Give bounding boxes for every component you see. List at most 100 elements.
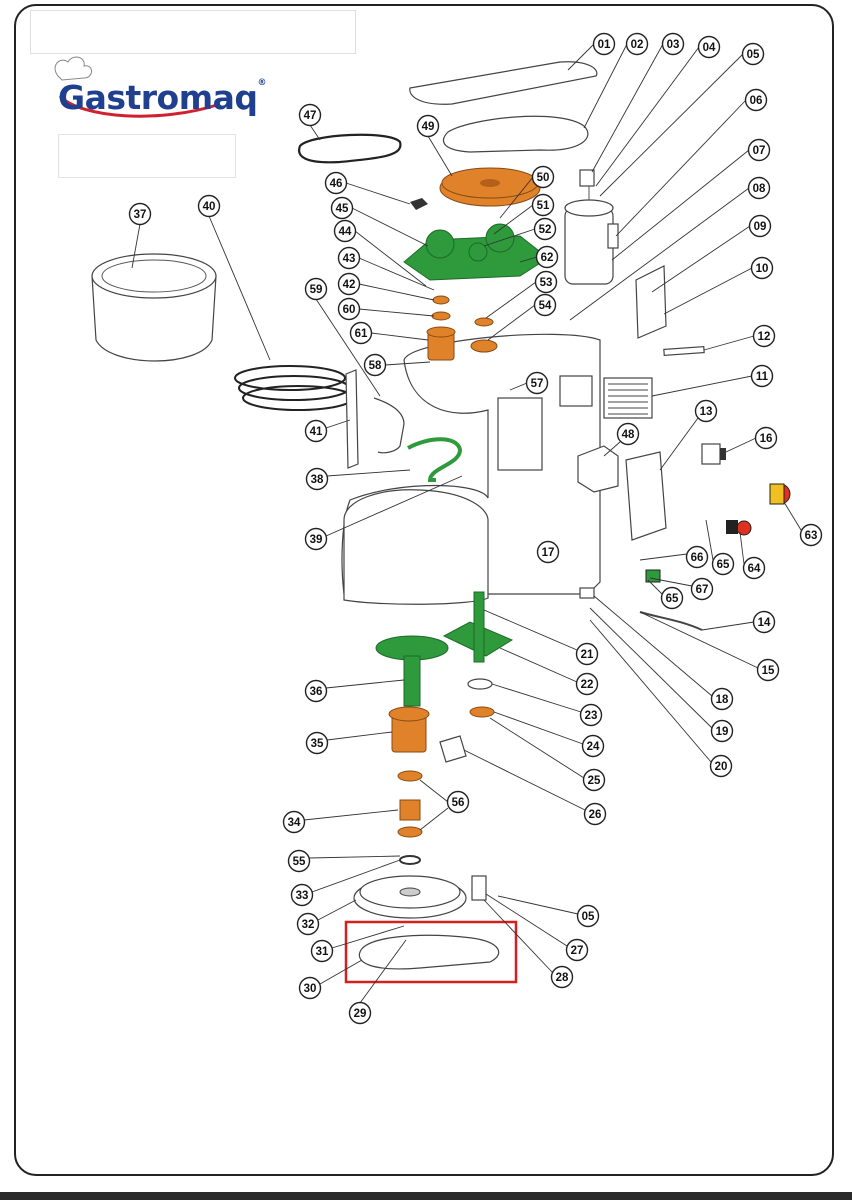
callout-number: 03 xyxy=(667,39,680,51)
callout-number: 54 xyxy=(539,300,552,312)
callout-number: 58 xyxy=(369,360,382,372)
leader-lines xyxy=(131,43,802,1004)
callout-53: 53 xyxy=(534,270,558,294)
motor-part xyxy=(564,207,614,285)
callout-07: 07 xyxy=(747,138,771,162)
callout-46: 46 xyxy=(324,171,348,195)
control-panel-part xyxy=(625,451,667,541)
callout-number: 65 xyxy=(717,559,730,571)
top-cover-part xyxy=(409,61,598,105)
bowl-guard-part xyxy=(345,369,359,469)
spiral-hook-part xyxy=(234,365,354,411)
callout-number: 59 xyxy=(310,284,323,296)
callout-60: 60 xyxy=(337,297,361,321)
callout-51: 51 xyxy=(531,193,555,217)
callout-number: 43 xyxy=(343,253,356,265)
callout-48: 48 xyxy=(616,422,640,446)
drive-belt-part xyxy=(358,934,500,970)
callout-47: 47 xyxy=(298,103,322,127)
callout-number: 10 xyxy=(756,263,769,275)
callout-16: 16 xyxy=(754,426,778,450)
callout-number: 01 xyxy=(598,39,611,51)
callout-40: 40 xyxy=(197,194,221,218)
callout-11: 11 xyxy=(750,364,774,388)
callout-35: 35 xyxy=(305,731,329,755)
callout-number: 28 xyxy=(556,972,569,984)
callout-number: 44 xyxy=(339,226,352,238)
callout-28: 28 xyxy=(550,965,574,989)
chef-hat-icon xyxy=(54,56,221,118)
callout-number: 62 xyxy=(541,252,554,264)
callout-number: 51 xyxy=(537,200,550,212)
callout-number: 40 xyxy=(203,201,216,213)
callout-number: 57 xyxy=(531,378,544,390)
callout-number: 67 xyxy=(696,584,709,596)
callout-02: 02 xyxy=(625,32,649,56)
callout-17: 17 xyxy=(536,540,560,564)
stop-button-part xyxy=(736,520,752,536)
mounting-bracket-part xyxy=(635,265,667,339)
callout-22: 22 xyxy=(575,672,599,696)
callout-15: 15 xyxy=(756,658,780,682)
callout-number: 61 xyxy=(355,328,368,340)
callout-19: 19 xyxy=(710,719,734,743)
vent-grille-part xyxy=(603,377,653,419)
callout-number: 22 xyxy=(581,679,594,691)
callout-number: 08 xyxy=(753,183,766,195)
blank-label-box xyxy=(58,134,236,178)
callout-13: 13 xyxy=(694,399,718,423)
callout-number: 07 xyxy=(753,145,766,157)
callout-27: 27 xyxy=(565,938,589,962)
bearing-part xyxy=(397,770,423,782)
callout-12: 12 xyxy=(752,324,776,348)
key-part xyxy=(410,198,428,210)
callout-number: 47 xyxy=(304,110,317,122)
callout-58: 58 xyxy=(363,353,387,377)
callout-59: 59 xyxy=(304,277,328,301)
callout-41: 41 xyxy=(304,419,328,443)
callout-21: 21 xyxy=(575,642,599,666)
callout-number: 13 xyxy=(700,406,713,418)
callout-64: 64 xyxy=(742,556,766,580)
callout-06: 06 xyxy=(744,88,768,112)
callout-number: 05 xyxy=(582,911,595,923)
callout-30: 30 xyxy=(298,976,322,1000)
callout-number: 60 xyxy=(343,304,356,316)
callout-23: 23 xyxy=(579,703,603,727)
sensor-part xyxy=(579,587,595,599)
logo-text: Gastromaq® xyxy=(58,78,266,117)
callout-42: 42 xyxy=(337,272,361,296)
bowl-part xyxy=(91,275,217,362)
callout-49: 49 xyxy=(416,114,440,138)
callout-14: 14 xyxy=(752,610,776,634)
callout-number: 30 xyxy=(304,983,317,995)
callout-number: 38 xyxy=(311,474,324,486)
callout-04: 04 xyxy=(697,35,721,59)
callout-63: 63 xyxy=(799,523,823,547)
callout-number: 05 xyxy=(747,49,760,61)
callout-number: 24 xyxy=(587,741,600,753)
callout-number: 20 xyxy=(715,761,728,773)
callout-number: 64 xyxy=(748,563,761,575)
callout-20: 20 xyxy=(709,754,733,778)
callout-55: 55 xyxy=(287,849,311,873)
callout-45: 45 xyxy=(330,196,354,220)
callout-number: 06 xyxy=(750,95,763,107)
bottom-bar xyxy=(0,1192,852,1200)
callout-number: 39 xyxy=(310,534,323,546)
cable-part xyxy=(639,611,703,631)
callout-number: 36 xyxy=(310,686,323,698)
callout-number: 45 xyxy=(336,203,349,215)
callout-number: 23 xyxy=(585,710,598,722)
callout-number: 15 xyxy=(762,665,775,677)
callout-number: 35 xyxy=(311,738,324,750)
callout-number: 25 xyxy=(588,775,601,787)
callout-65: 65 xyxy=(660,586,684,610)
callout-05: 05 xyxy=(576,904,600,928)
callout-number: 31 xyxy=(316,946,329,958)
callout-37: 37 xyxy=(128,202,152,226)
callout-number: 14 xyxy=(758,617,771,629)
callout-number: 02 xyxy=(631,39,644,51)
callout-number: 33 xyxy=(296,890,309,902)
